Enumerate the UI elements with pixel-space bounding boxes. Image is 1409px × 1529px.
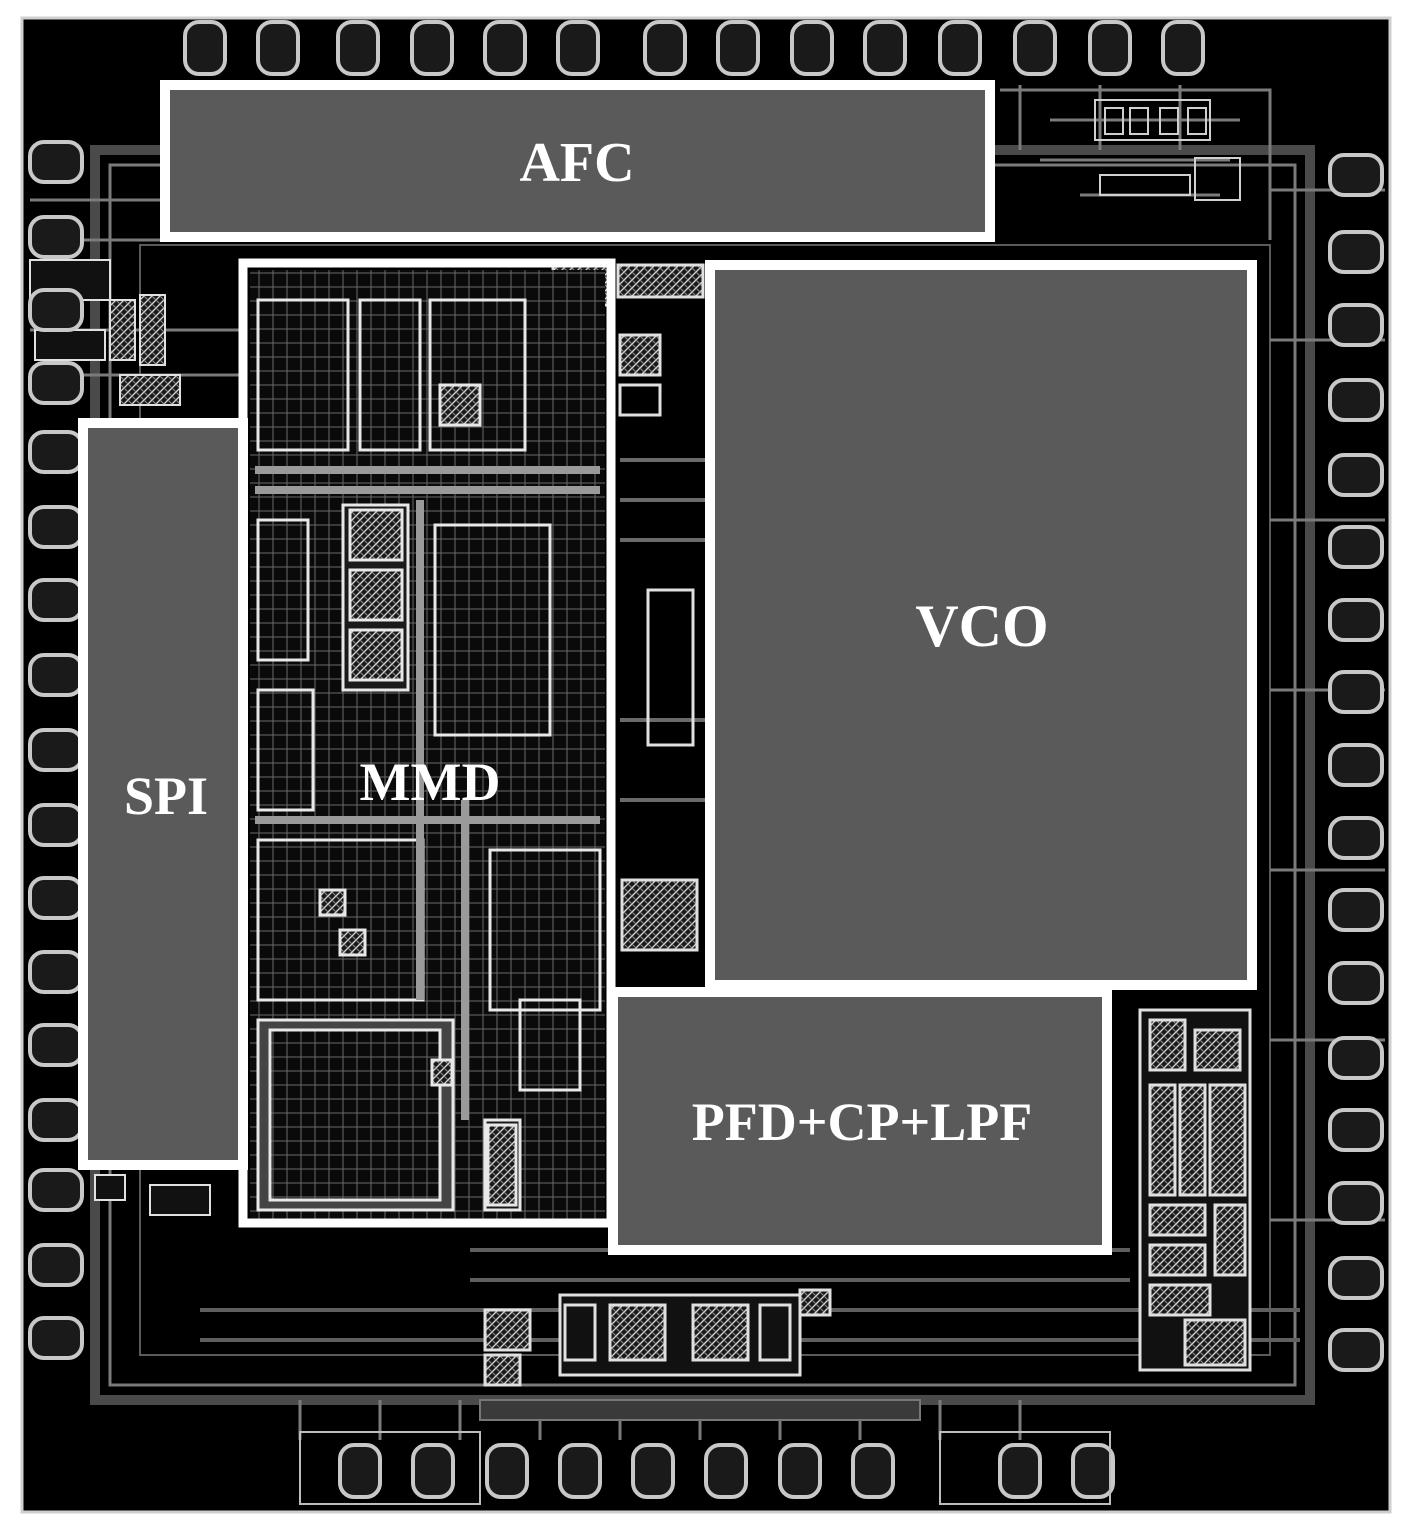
bond-pads-left [28, 140, 84, 1360]
bottom-pad-frames [299, 1431, 1111, 1505]
capacitor-array [1138, 1008, 1252, 1372]
afc-label: AFC [519, 132, 634, 194]
bond-pads-right [1328, 153, 1384, 1372]
mmd-label: MMD [360, 752, 501, 812]
bond-pads-bottom [338, 1443, 1115, 1499]
vco-label: VCO [915, 593, 1048, 659]
bias-circuit-top-right [1094, 99, 1241, 201]
mmd-circuitry [250, 270, 605, 1220]
block-vco: VCO [705, 260, 1257, 990]
block-afc: AFC [160, 80, 995, 242]
block-spi: SPI [78, 418, 248, 1170]
left-circuits [29, 259, 211, 1216]
pfd-cp-lpf-label: PFD+CP+LPF [692, 1092, 1032, 1152]
bottom-circuits [479, 1288, 921, 1421]
spi-label: SPI [124, 766, 208, 826]
block-mmd: MMD [238, 258, 616, 1228]
block-pfd-cp-lpf: PFD+CP+LPF [608, 987, 1112, 1255]
bond-pads-top [183, 20, 1205, 76]
